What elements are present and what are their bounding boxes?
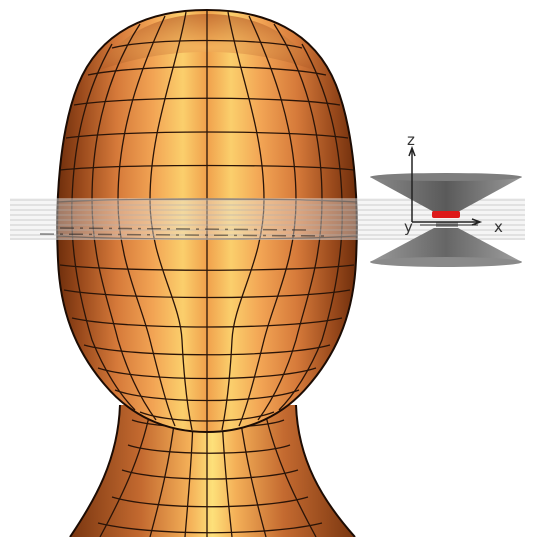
axis-label-z: z [407, 131, 415, 149]
axis-label-y: y [404, 218, 413, 236]
axis-label-x: x [494, 218, 503, 236]
section-highlight [432, 211, 460, 218]
